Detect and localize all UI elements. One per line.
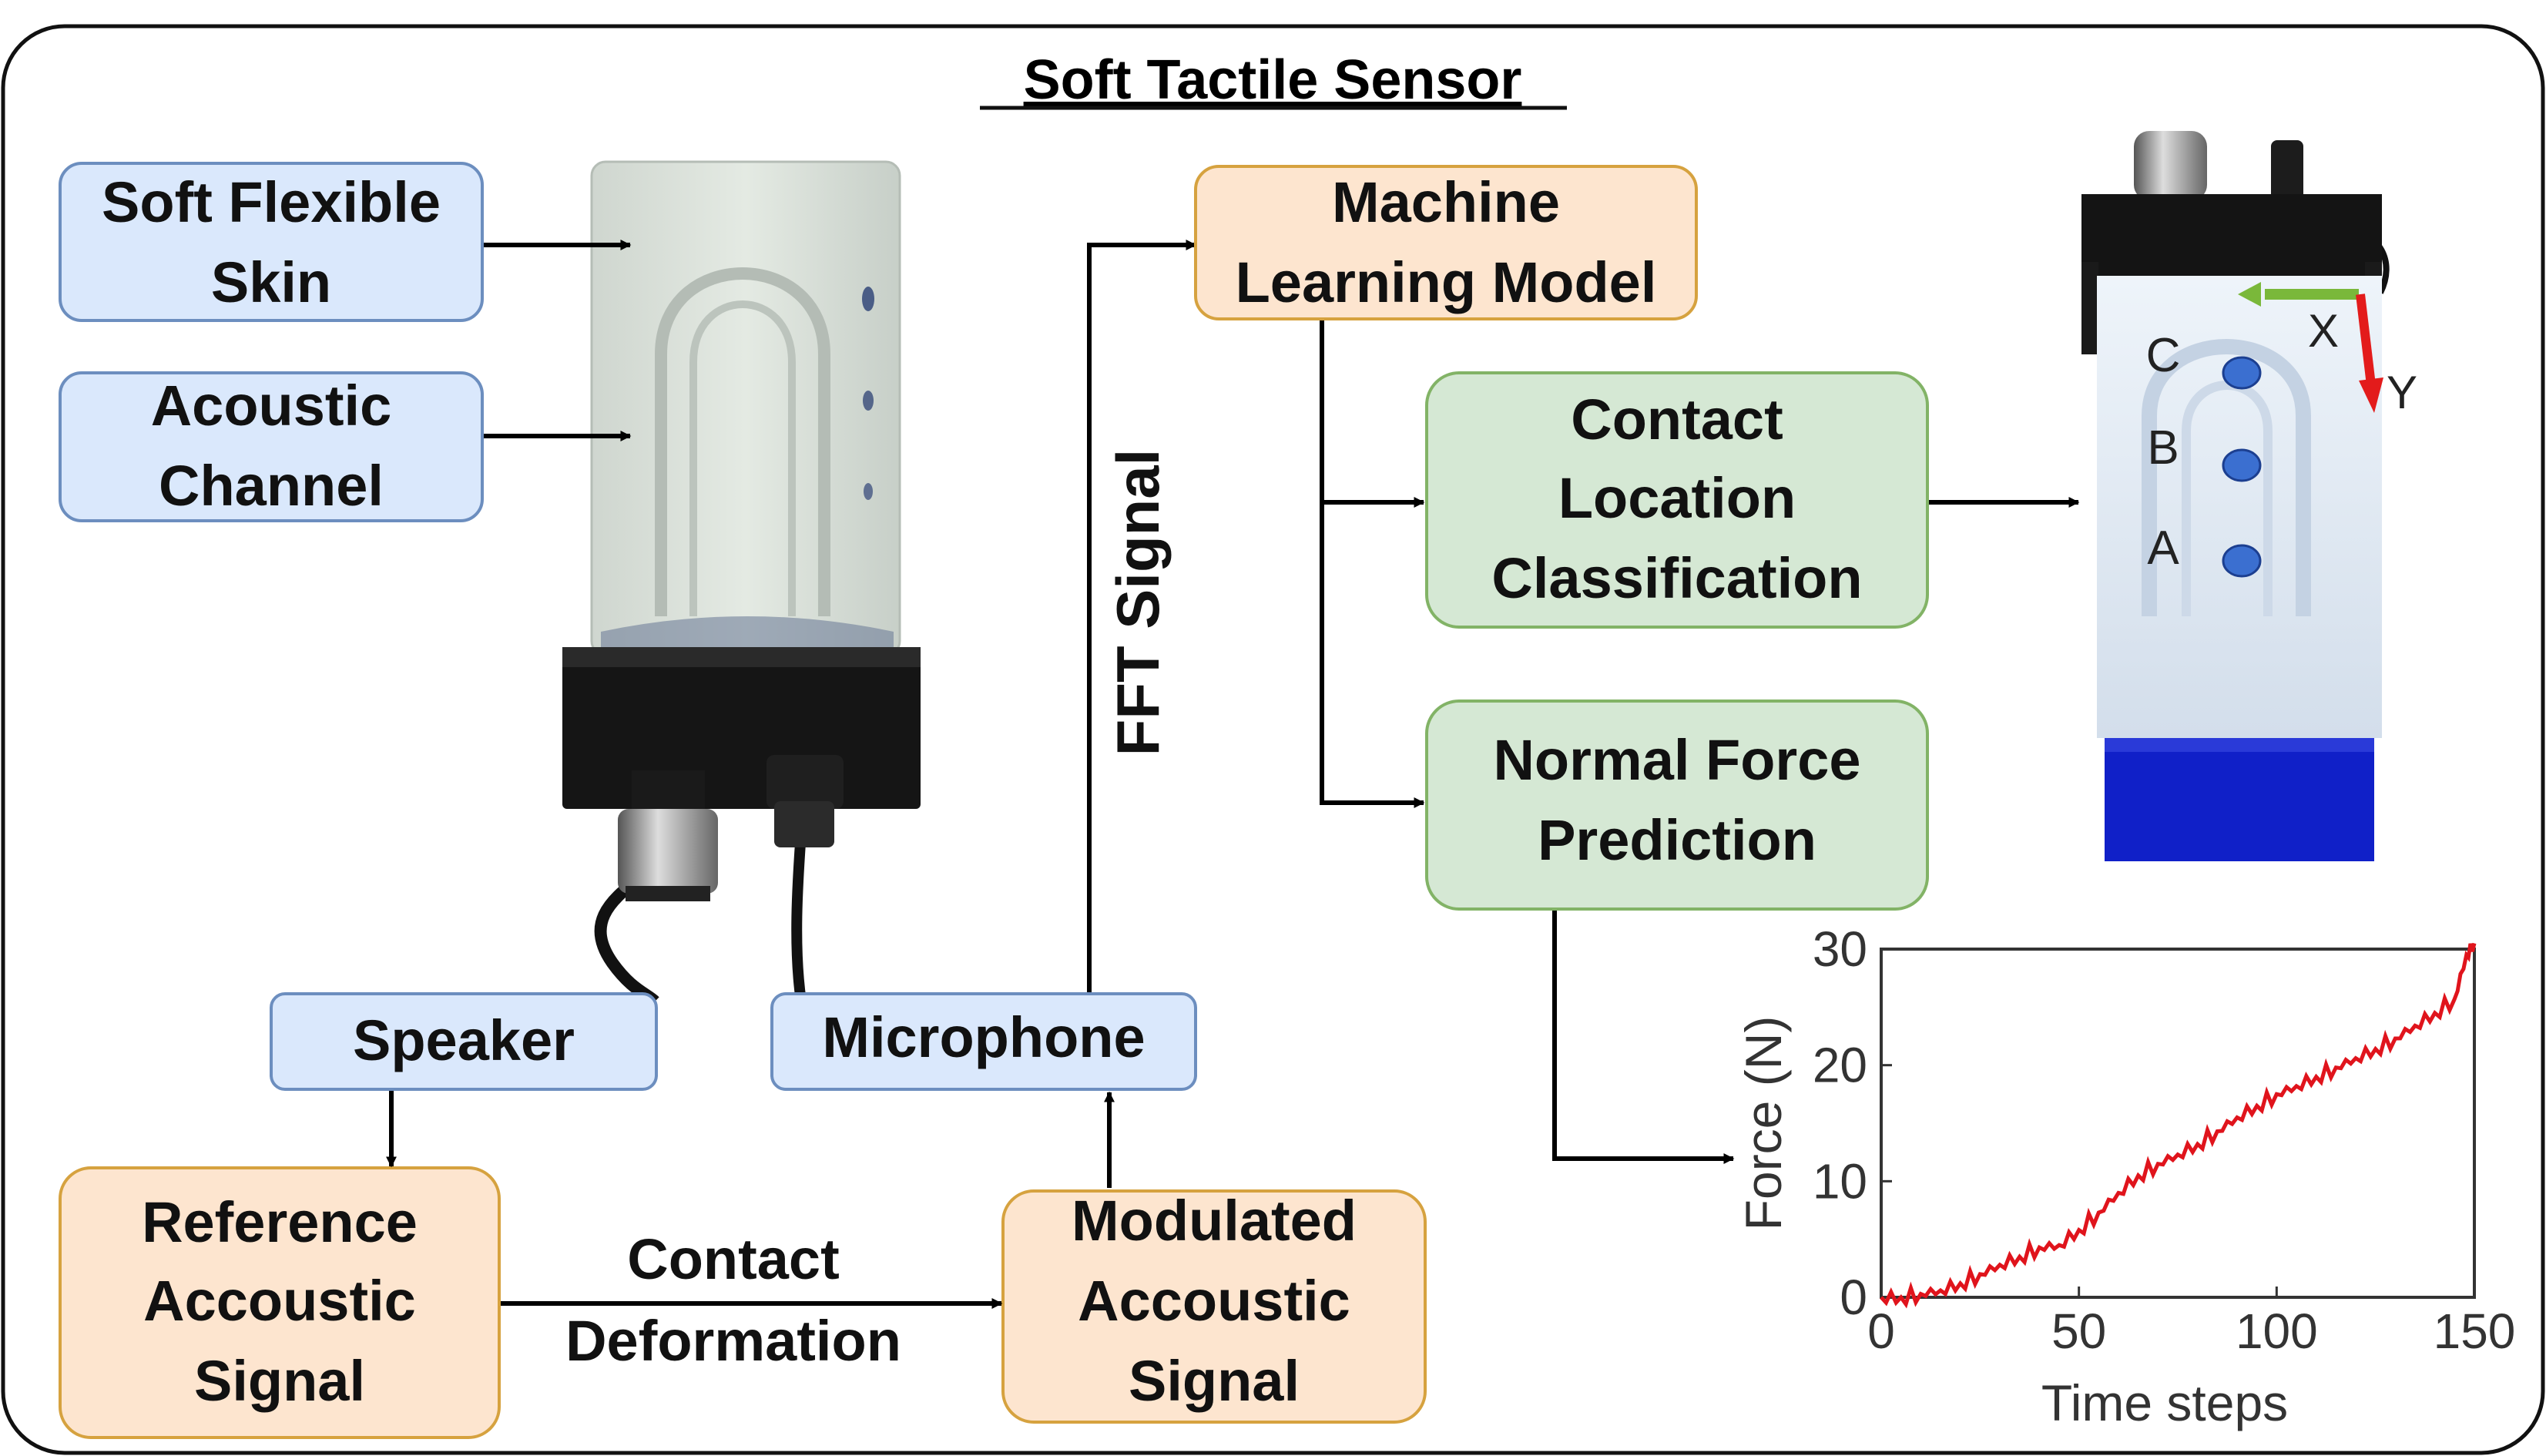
x-tick-label: 0	[1867, 1303, 1895, 1359]
contact-location-line-2: Location	[1558, 466, 1796, 530]
normal-force-line-2: Prediction	[1538, 808, 1816, 872]
modulated-line-3: Signal	[1129, 1349, 1300, 1413]
contact-deformation-line-2: Deformation	[565, 1309, 901, 1373]
x-axis-letter: X	[2308, 305, 2339, 357]
ml-model-line-2: Learning Model	[1236, 250, 1657, 314]
modulated-line-1: Modulated	[1072, 1189, 1357, 1253]
soft-skin-line-2: Skin	[211, 250, 331, 314]
contact-location-line-1: Contact	[1571, 387, 1783, 451]
point-a-label: A	[2147, 522, 2179, 575]
y-axis: 0 10 20 30	[1813, 921, 1892, 1325]
acoustic-channel-box: Acoustic Channel	[59, 371, 484, 522]
speaker-box: Speaker	[270, 992, 658, 1091]
reference-line-3: Signal	[194, 1349, 365, 1413]
soft-skin-box: Soft Flexible Skin	[59, 162, 484, 322]
arrow-ml-force	[1320, 320, 1425, 808]
ml-model-line-1: Machine	[1332, 170, 1560, 234]
arrow-force-plot	[1552, 911, 1735, 1164]
y-axis-arrow	[2356, 294, 2376, 386]
soft-skin-line-1: Soft Flexible	[102, 170, 441, 234]
contact-location-box: Contact Location Classification	[1425, 371, 1929, 629]
y-tick-label: 0	[1840, 1270, 1867, 1325]
x-axis-title: Time steps	[2041, 1374, 2288, 1431]
contact-location-line-3: Classification	[1491, 546, 1862, 610]
x-tick-label: 50	[2051, 1303, 2106, 1359]
x-tick-label: 150	[2434, 1303, 2516, 1359]
modulated-signal-box: Modulated Accoustic Signal	[1001, 1189, 1427, 1424]
contact-deformation-line-1: Contact	[627, 1227, 839, 1291]
point-c-label: C	[2146, 329, 2181, 382]
sensor-top-photo: C B A X Y	[2081, 131, 2417, 861]
y-tick-label: 30	[1813, 921, 1867, 977]
normal-force-line-1: Normal Force	[1493, 728, 1860, 792]
y-tick-label: 10	[1813, 1153, 1867, 1209]
plot-frame	[1880, 948, 2476, 1299]
y-axis-letter: Y	[2387, 367, 2417, 418]
diagram-title: Soft Tactile Sensor	[1024, 49, 1522, 111]
y-axis-title: Force (N)	[1735, 1016, 1792, 1231]
microphone-label: Microphone	[822, 1005, 1145, 1069]
force-chart: 0 10 20 30 0 50 100 150 Time steps Force (N)	[1735, 921, 2515, 1431]
acoustic-channel-line-1: Acoustic	[151, 374, 392, 438]
acoustic-channel-line-2: Channel	[159, 454, 384, 518]
reference-line-2: Accoustic	[143, 1269, 416, 1333]
x-axis: 0 50 100 150	[1867, 1287, 2515, 1359]
y-tick-label: 20	[1813, 1038, 1867, 1093]
speaker-label: Speaker	[353, 1008, 575, 1072]
microphone-box: Microphone	[770, 992, 1197, 1091]
arrow-fft	[1087, 240, 1197, 992]
force-series-line	[1880, 942, 2477, 1309]
sensor-photo	[562, 160, 921, 1007]
reference-line-1: Reference	[142, 1190, 418, 1254]
x-tick-label: 100	[2236, 1303, 2318, 1359]
modulated-line-2: Accoustic	[1078, 1269, 1350, 1333]
point-b-label: B	[2147, 421, 2179, 475]
fft-signal-label: FFT Signal	[1104, 449, 1172, 757]
reference-signal-box: Reference Accoustic Signal	[59, 1166, 501, 1439]
ml-model-box: Machine Learning Model	[1194, 165, 1698, 320]
normal-force-box: Normal Force Prediction	[1425, 699, 1929, 911]
